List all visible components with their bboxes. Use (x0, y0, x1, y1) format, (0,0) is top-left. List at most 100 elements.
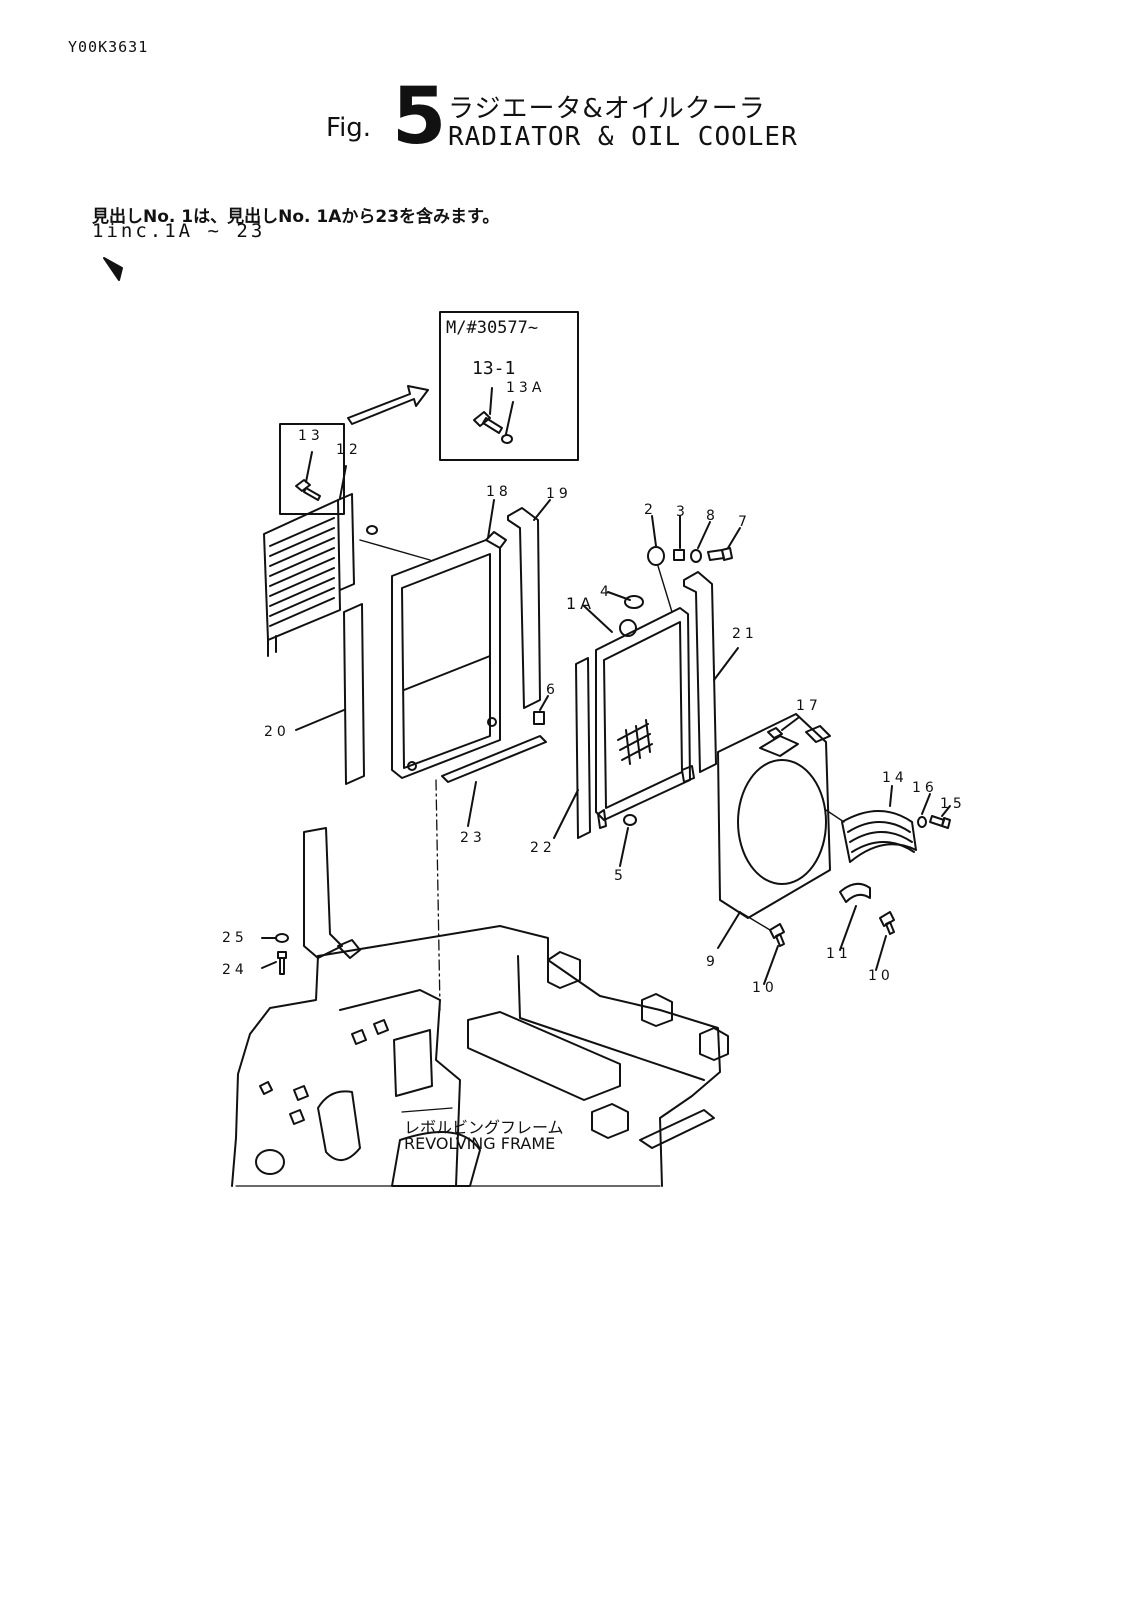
leader-13a (505, 401, 514, 435)
leader-23 (467, 781, 477, 827)
bracket-11-icon (839, 882, 871, 903)
callout-22: 22 (530, 840, 556, 856)
leader-19 (533, 499, 551, 521)
title-english: RADIATOR & OIL COOLER (448, 122, 798, 152)
callout-16: 16 (912, 780, 938, 796)
leader-4 (607, 591, 631, 601)
leader-8 (697, 521, 711, 549)
inset-arrow-icon (347, 385, 429, 425)
inset-bolt-icon (473, 411, 513, 444)
leader-21 (713, 647, 739, 681)
leader-10a (763, 945, 779, 985)
bolt-15-icon (929, 815, 951, 829)
leader-10b (875, 935, 887, 971)
leader-11 (839, 905, 857, 951)
frame-bracket-icon (303, 827, 343, 959)
washer-25-icon (275, 933, 289, 943)
leader-17 (781, 717, 799, 731)
leader-guard (825, 809, 845, 823)
revolving-frame-label-japanese: レボルビングフレーム (404, 1118, 564, 1137)
leader-oring (359, 539, 431, 561)
fan-guard-14-icon (841, 810, 917, 863)
item-6-icon (533, 711, 545, 725)
bolt-24-icon (277, 951, 287, 975)
callout-19: 19 (546, 486, 572, 502)
callout-9: 9 (706, 954, 719, 970)
callout-17: 17 (796, 698, 822, 714)
callout-21: 21 (732, 626, 758, 642)
item-3-icon (673, 549, 685, 561)
leader-2-to-radiator (657, 565, 673, 613)
document-id: Y00K3631 (68, 38, 149, 56)
leader-14 (889, 785, 893, 807)
callout-18: 18 (486, 484, 512, 500)
washer-8-icon (690, 549, 702, 563)
bolt-7-icon (707, 547, 733, 561)
leader-5 (619, 827, 629, 867)
radiator-cap-4-icon (624, 595, 644, 609)
callout-2: 2 (644, 502, 657, 518)
callout-14: 14 (882, 770, 908, 786)
revolving-frame-icon (231, 925, 729, 1187)
leader-2 (651, 515, 657, 547)
bolt-13-box (279, 423, 345, 515)
leader-6 (539, 695, 549, 711)
support-frame-18-icon (391, 531, 507, 779)
leader-20 (295, 709, 345, 731)
callout-15: 15 (940, 796, 966, 812)
bolt-10b-icon (879, 911, 895, 935)
revolving-frame-label-english: REVOLVING FRAME (404, 1134, 556, 1153)
inclusion-note-japanese: 見出しNo. 1は、見出しNo. 1Aから23を含みます。 (92, 207, 500, 227)
leader-9 (717, 911, 741, 949)
leader-13 (305, 451, 313, 483)
leader-1a (583, 605, 613, 633)
inset-part-13a: 13A (506, 380, 546, 396)
leader-7 (727, 527, 741, 549)
leader-shroud-bolt (739, 911, 771, 931)
callout-13: 13 (298, 428, 324, 444)
callout-25: 25 (222, 930, 248, 946)
callout-10-left: 10 (752, 980, 778, 996)
leader-24 (261, 961, 277, 969)
oil-cooler-12-icon (263, 493, 355, 657)
inset-part-13-1: 13-1 (472, 358, 516, 379)
seal-20-icon (343, 603, 365, 785)
bolt-13-icon (295, 479, 321, 501)
callout-24: 24 (222, 962, 248, 978)
title-japanese: ラジエータ&オイルクーラ (448, 94, 766, 124)
leader-15 (941, 805, 951, 817)
leader-13-1 (489, 387, 493, 415)
seal-23-icon (441, 735, 547, 783)
callout-1a: 1A (566, 594, 596, 613)
inclusion-note-english: 1inc.1A ~ 23 (92, 220, 266, 242)
callout-11: 11 (826, 946, 852, 962)
callout-7: 7 (738, 514, 751, 530)
leader-16 (921, 793, 931, 815)
leader-22 (553, 789, 579, 839)
callout-12: 12 (336, 442, 362, 458)
callout-4: 4 (600, 584, 613, 600)
fan-shroud-9-icon (717, 713, 831, 919)
seal-19-icon (507, 507, 541, 709)
callout-20: 20 (264, 724, 290, 740)
radiator-1a-icon (595, 607, 695, 829)
callout-10-right: 10 (868, 968, 894, 984)
leader-frame-label (401, 1107, 453, 1113)
callout-6: 6 (546, 682, 559, 698)
figure-word: Fig. (326, 113, 372, 143)
inset-serial-label: M/#30577~ (446, 318, 539, 338)
figure-number: 5 (392, 72, 447, 162)
drain-5-icon (623, 814, 637, 826)
leader-12 (339, 465, 347, 499)
bolt-10a-icon (769, 923, 785, 947)
callout-8: 8 (706, 508, 719, 524)
alignment-centerline (435, 779, 441, 1011)
callout-3: 3 (676, 504, 689, 520)
inset-box (439, 311, 579, 461)
cap-2-icon (647, 546, 665, 566)
washer-16-icon (917, 816, 927, 828)
oring-icon (366, 525, 378, 535)
seal-22-icon (575, 657, 591, 839)
item-17-icon (767, 727, 783, 739)
